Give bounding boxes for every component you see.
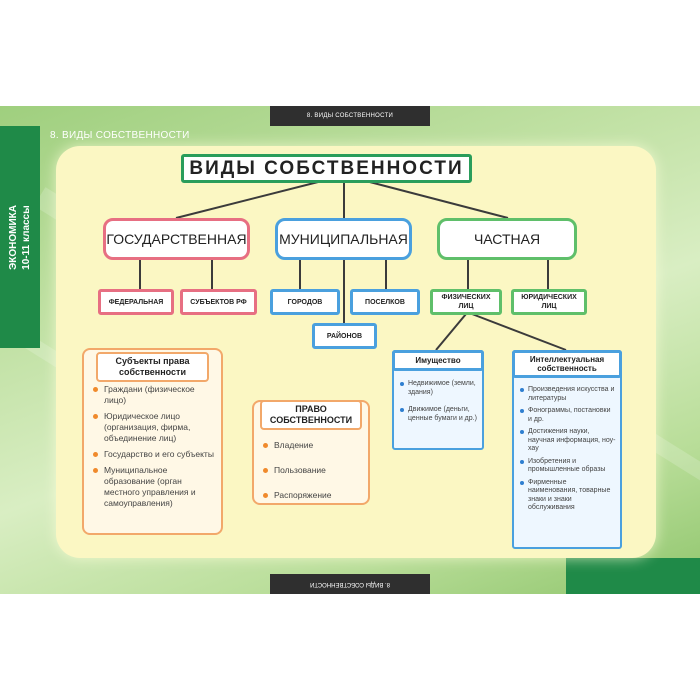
poster: ЭКОНОМИКА 10-11 классы 8. ВИДЫ СОБСТВЕНН… bbox=[0, 106, 700, 594]
bullet-icon bbox=[520, 409, 524, 413]
connector-lines bbox=[139, 179, 567, 351]
federal-box: ФЕДЕРАЛЬНАЯ bbox=[98, 289, 174, 315]
bullet-icon bbox=[93, 414, 98, 419]
bullet-icon bbox=[400, 408, 404, 412]
list-item: Государство и его субъекты bbox=[84, 449, 221, 460]
settlements-box: ПОСЕЛКОВ bbox=[350, 289, 420, 315]
individuals-box: ФИЗИЧЕСКИХ ЛИЦ bbox=[430, 289, 502, 315]
bullet-icon bbox=[93, 387, 98, 392]
property-card: Имущество Недвижимое (земли, здания) Дви… bbox=[392, 350, 484, 450]
bullet-icon bbox=[93, 452, 98, 457]
intellectual-property-title: Интеллектуальная собственность bbox=[512, 350, 622, 378]
connector bbox=[175, 179, 327, 219]
bullet-icon bbox=[263, 468, 268, 473]
connector bbox=[361, 179, 509, 219]
list-item: Фирменные наименования, товарные знаки и… bbox=[514, 479, 620, 513]
districts-box: РАЙОНОВ bbox=[312, 323, 377, 349]
bullet-icon bbox=[93, 468, 98, 473]
list-item: Муниципальное образование (орган местног… bbox=[84, 465, 221, 509]
connector bbox=[435, 313, 467, 351]
ownership-rights-card: ПРАВО СОБСТВЕННОСТИ Владение Пользование… bbox=[252, 400, 370, 505]
intellectual-list: Произведения искусства и литературы Фоно… bbox=[514, 386, 620, 517]
top-label: 8. ВИДЫ СОБСТВЕННОСТИ bbox=[306, 113, 394, 119]
list-item: Граждани (физическое лицо) bbox=[84, 384, 221, 406]
state-property-box: ГОСУДАРСТВЕННАЯ bbox=[103, 218, 250, 260]
intellectual-property-card: Интеллектуальная собственность Произведе… bbox=[512, 350, 622, 549]
list-item: Фонограммы, постановки и др. bbox=[514, 407, 620, 424]
connector bbox=[471, 313, 567, 351]
private-property-box: ЧАСТНАЯ bbox=[437, 218, 577, 260]
subjects-card-title: Субъекты права собственности bbox=[96, 352, 209, 382]
bullet-icon bbox=[520, 388, 524, 392]
corner-accent bbox=[566, 558, 700, 594]
list-item: Распоряжение bbox=[254, 490, 368, 501]
ownership-rights-title: ПРАВО СОБСТВЕННОСТИ bbox=[260, 400, 362, 430]
rf-subjects-box: СУБЪЕКТОВ РФ bbox=[180, 289, 257, 315]
list-item: Достижения науки, научная информация, но… bbox=[514, 428, 620, 454]
list-item: Юридическое лицо (организация, фирма, об… bbox=[84, 411, 221, 444]
list-item: Изобретения и промышленные образы bbox=[514, 458, 620, 475]
subjects-card: Субъекты права собственности Граждани (ф… bbox=[82, 348, 223, 535]
section-heading: 8. ВИДЫ СОБСТВЕННОСТИ bbox=[50, 130, 190, 141]
list-item: Движимое (деньги, ценные бумаги и др.) bbox=[394, 406, 482, 423]
list-item: Недвижимое (земли, здания) bbox=[394, 380, 482, 397]
rights-list: Владение Пользование Распоряжение bbox=[254, 440, 368, 515]
bullet-icon bbox=[520, 459, 524, 464]
bullet-icon bbox=[520, 480, 524, 485]
bullet-icon bbox=[520, 430, 524, 434]
bullet-icon bbox=[263, 493, 268, 498]
top-label-bar: 8. ВИДЫ СОБСТВЕННОСТИ bbox=[270, 106, 430, 126]
list-item: Пользование bbox=[254, 465, 368, 476]
bullet-icon bbox=[400, 382, 404, 386]
diagram-title: ВИДЫ СОБСТВЕННОСТИ bbox=[181, 154, 472, 183]
municipal-property-box: МУНИЦИПАЛЬНАЯ bbox=[275, 218, 412, 260]
sidebar-tab: ЭКОНОМИКА 10-11 классы bbox=[0, 126, 40, 348]
list-item: Владение bbox=[254, 440, 368, 451]
cities-box: ГОРОДОВ bbox=[270, 289, 340, 315]
subjects-list: Граждани (физическое лицо) Юридическое л… bbox=[84, 384, 221, 514]
bullet-icon bbox=[263, 443, 268, 448]
legal-entities-box: ЮРИДИЧЕСКИХ ЛИЦ bbox=[511, 289, 587, 315]
list-item: Произведения искусства и литературы bbox=[514, 386, 620, 403]
property-list: Недвижимое (земли, здания) Движимое (ден… bbox=[394, 380, 482, 427]
property-card-title: Имущество bbox=[392, 350, 484, 371]
